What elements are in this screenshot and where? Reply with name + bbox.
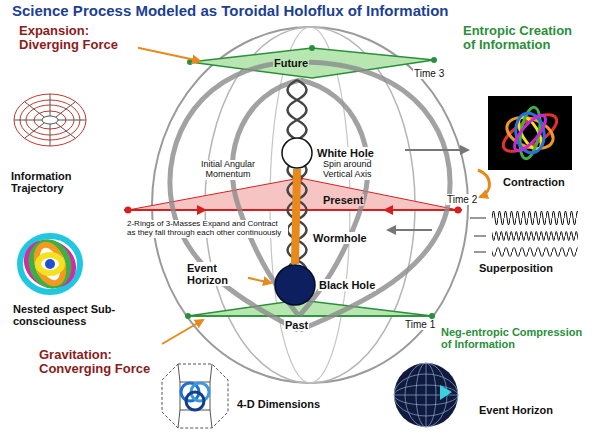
text-label: 4-D Dimensions — [236, 398, 321, 410]
text-label: Expansion: Diverging Force — [18, 24, 138, 53]
black-hole-node: Black Hole — [274, 264, 376, 306]
torus-wireframe-icon — [14, 94, 86, 146]
text-label: Information Trajectory — [10, 170, 97, 194]
text-label: Future — [273, 57, 309, 69]
torus-flow-lines — [170, 62, 450, 330]
circle-outline — [282, 138, 312, 168]
text-label: Initial Angular Momentum — [190, 160, 266, 180]
text-label: Event Horizon — [186, 262, 248, 286]
leader-arrows — [125, 45, 490, 344]
text-label: Present — [322, 194, 364, 206]
node-label: Black Hole — [318, 279, 376, 291]
text-label: Time 1 — [404, 319, 436, 330]
text-label: Contraction — [502, 176, 566, 188]
wormhole-bar — [295, 169, 297, 264]
text-label: Past — [284, 319, 309, 331]
event-horizon-sphere — [394, 363, 458, 427]
text-label: Gravitation: Converging Force — [38, 348, 162, 377]
text-label: Nested aspect Sub-consciouness — [12, 303, 119, 327]
circle-outline — [275, 265, 315, 305]
white-hole-node: White Hole — [281, 137, 375, 169]
node-label: White Hole — [316, 147, 375, 159]
text-label: Wormhole — [312, 232, 368, 244]
circle-shape — [281, 137, 313, 169]
text-label: Event Horizon — [478, 404, 554, 416]
text-label: Time 3 — [413, 68, 445, 79]
text-label: Superposition — [478, 262, 554, 274]
contraction-image — [488, 96, 572, 170]
text-label: Spin around Vertical Axis — [322, 160, 382, 180]
text-label: Entropic Creation of Information — [462, 24, 586, 53]
text-label: Neg-entropic Compression of Information — [440, 326, 592, 350]
diagram-title: Science Process Modeled as Toroidal Holo… — [12, 3, 448, 20]
text-label: 2-Rings of 3-Masses Expand and Contract … — [126, 220, 288, 238]
hypercube-icon — [162, 364, 228, 428]
nested-swirl-icon — [19, 235, 81, 294]
circle-shape — [274, 264, 316, 306]
text-label: Time 2 — [446, 194, 478, 205]
superposition-waves — [470, 210, 578, 258]
